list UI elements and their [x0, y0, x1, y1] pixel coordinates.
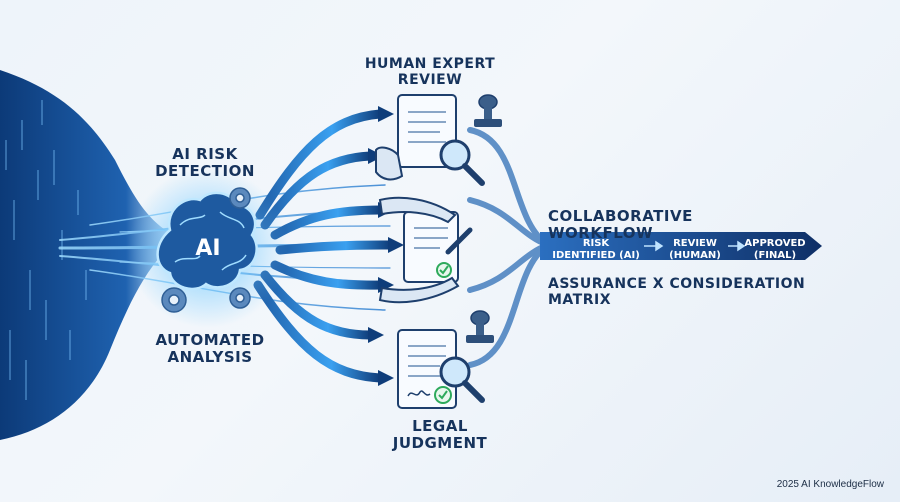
workflow-step-approved: APPROVED (FINAL)	[744, 238, 806, 261]
human-review-document	[375, 94, 502, 186]
middle-document	[378, 196, 473, 304]
magnifier-icon	[439, 356, 485, 403]
human-expert-review-label: HUMAN EXPERT REVIEW	[364, 56, 496, 89]
hand-icon	[378, 196, 457, 224]
pen-icon	[445, 227, 473, 255]
workflow-step-risk-identified: RISK IDENTIFIED (AI)	[552, 238, 640, 261]
automated-analysis-label: AUTOMATED ANALYSIS	[155, 331, 265, 367]
brain-icon	[156, 191, 258, 291]
workflow-arrow-band	[540, 232, 822, 260]
ai-risk-detection-label: AI RISK DETECTION	[155, 145, 255, 181]
ai-brain-badge: AI	[195, 236, 221, 261]
hand-icon	[375, 146, 404, 181]
assurance-matrix-label: ASSURANCE X CONSIDERATION MATRIX	[548, 276, 806, 309]
magnifier-icon	[439, 139, 485, 186]
stamp-icon	[474, 94, 502, 127]
legal-judgment-label: LEGAL JUDGMENT	[392, 417, 488, 453]
collaborative-workflow-label: COLLABORATIVE WORKFLOW	[548, 207, 693, 243]
data-wave-background	[0, 70, 180, 440]
workflow-step-review: REVIEW (HUMAN)	[669, 238, 721, 261]
legal-document	[397, 310, 494, 409]
credit-text: 2025 AI KnowledgeFlow	[776, 479, 884, 490]
stamp-icon	[466, 310, 494, 343]
gear-icon	[161, 187, 251, 313]
hand-icon	[378, 276, 460, 304]
digital-rain-pattern	[5, 100, 87, 400]
workflow-step-arrows	[644, 240, 746, 252]
